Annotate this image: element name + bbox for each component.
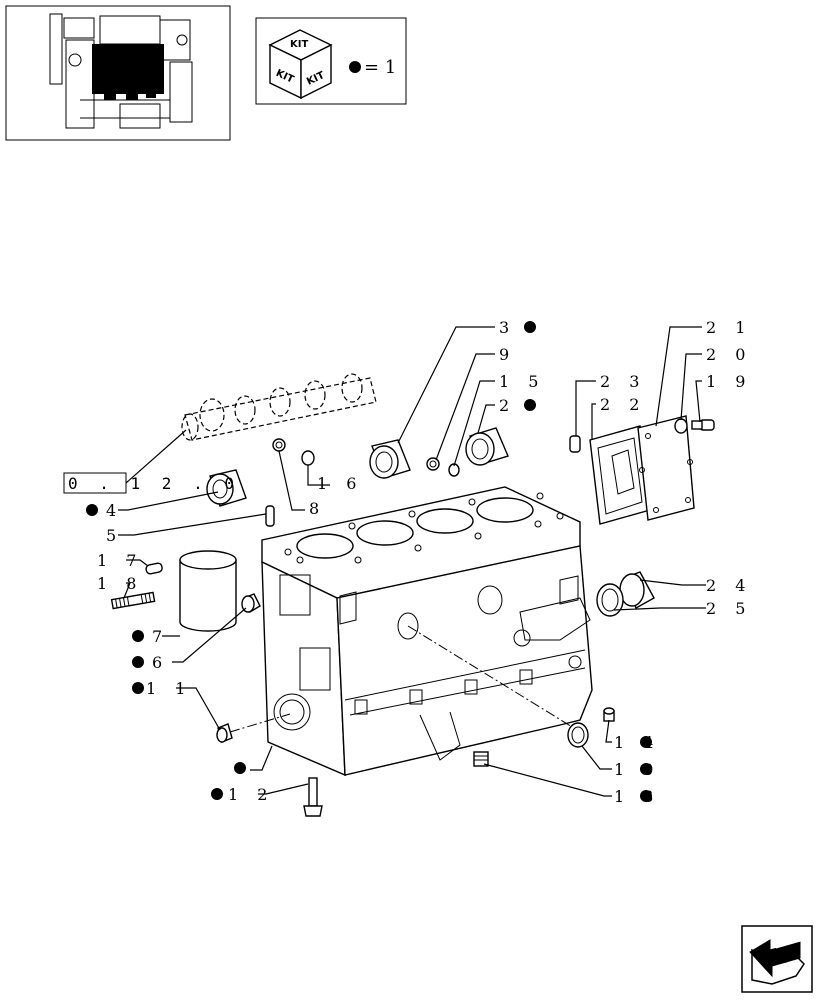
part-24-cap xyxy=(619,571,655,609)
callout-labels: 3 9 1 5 2 1 6 8 4 5 1 7 1 8 7 6 1 1 1 2 … xyxy=(86,318,752,806)
callout-15: 1 5 xyxy=(499,372,545,391)
callout-24: 2 4 xyxy=(706,576,752,595)
part-9-plug xyxy=(426,457,440,471)
callout-21: 2 1 xyxy=(706,318,752,337)
part-18-stud xyxy=(110,591,156,610)
page-navigation-button[interactable] xyxy=(741,925,813,993)
page-flip-arrow-icon xyxy=(749,939,805,985)
part-7-cylinder-liner xyxy=(179,550,237,632)
part-21-cover xyxy=(637,415,695,521)
callout-13: 1 3 xyxy=(614,787,660,806)
engine-thumbnail[interactable] xyxy=(5,5,231,141)
callout-17: 1 7 xyxy=(97,551,143,570)
callout-7: 7 xyxy=(152,627,169,646)
callout-22: 2 2 xyxy=(600,395,646,414)
callout-4: 4 xyxy=(106,501,123,520)
kit-bullet-icon xyxy=(132,682,144,694)
part-17-pin xyxy=(145,562,163,575)
part-8-plug xyxy=(272,438,286,452)
kit-bullet-icon xyxy=(640,763,652,775)
callout-8: 8 xyxy=(309,499,326,518)
callout-19: 1 9 xyxy=(706,372,752,391)
kit-bullet-icon xyxy=(640,790,652,802)
leader-lines xyxy=(118,326,706,797)
part-4-bushing xyxy=(206,469,247,507)
part-12-bolt xyxy=(303,777,323,817)
callout-6: 6 xyxy=(152,653,169,672)
kit-legend: KIT KIT KIT = 1 xyxy=(255,17,407,105)
engine-silhouette-icon xyxy=(49,13,193,129)
kit-bullet-icon xyxy=(132,630,144,642)
part-20-washer xyxy=(674,418,688,434)
part-14-plug xyxy=(603,707,615,722)
callout-23: 2 3 xyxy=(600,372,646,391)
kit-bullet-icon xyxy=(524,399,536,411)
engine-block xyxy=(229,486,593,777)
kit-face-top: KIT xyxy=(290,39,308,50)
kit-equals-text: = 1 xyxy=(364,57,396,78)
callout-16: 1 6 xyxy=(317,474,363,493)
kit-bullet-icon xyxy=(640,736,652,748)
callout-10: 1 0 xyxy=(614,760,660,779)
reference-text: 0 . 1 2 . 0 xyxy=(68,474,240,493)
part-3-bushing xyxy=(369,439,411,479)
kit-bullet-icon xyxy=(524,321,536,333)
kit-bullet-icon xyxy=(132,656,144,668)
part-22-gasket xyxy=(589,425,651,525)
part-25-ring xyxy=(596,583,624,617)
reference-link[interactable]: 0 . 1 2 . 0 xyxy=(63,472,240,494)
callout-12: 1 2 xyxy=(228,785,274,804)
callout-5: 5 xyxy=(106,526,123,545)
part-2-bushing xyxy=(465,427,509,466)
callout-9: 9 xyxy=(499,345,516,364)
callout-11: 1 1 xyxy=(146,679,192,698)
part-23-dowel xyxy=(569,435,581,453)
callout-2: 2 xyxy=(499,396,516,415)
part-6-plug xyxy=(241,593,261,614)
camshaft-phantom xyxy=(181,373,377,441)
part-13-plug xyxy=(473,751,489,767)
callout-14: 1 4 xyxy=(614,733,660,752)
part-11-plug xyxy=(216,723,233,743)
kit-bullet-icon xyxy=(234,762,246,774)
kit-bullet-icon xyxy=(86,504,98,516)
part-19-screw xyxy=(691,419,715,431)
kit-bullet-icon xyxy=(349,61,361,73)
part-16-washer xyxy=(301,450,315,466)
highlighted-block-region xyxy=(92,44,164,100)
kit-bullet-icon xyxy=(211,788,223,800)
callout-20: 2 0 xyxy=(706,345,752,364)
part-10-plug xyxy=(567,722,589,748)
callout-25: 2 5 xyxy=(706,599,752,618)
kit-box-icon: KIT KIT KIT xyxy=(268,29,333,100)
callout-3: 3 xyxy=(499,318,516,337)
callout-18: 1 8 xyxy=(97,574,143,593)
part-5-dowel-pin xyxy=(265,505,275,527)
